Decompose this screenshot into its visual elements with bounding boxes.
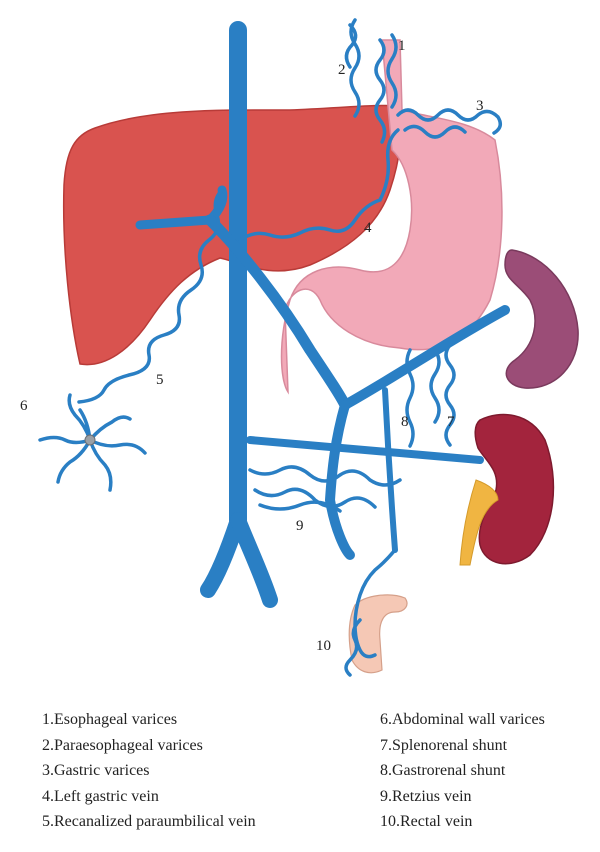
legend-right-column: 6.Abdominal wall varices 7.Splenorenal s… [380, 707, 545, 835]
gastrorenal-shunt [405, 348, 415, 448]
abdominal-wall-center [84, 434, 96, 446]
paraesophageal-varices [344, 18, 361, 118]
marker-5: 5 [156, 372, 164, 388]
legend-left-column: 1.Esophageal varices 2.Paraesophageal va… [42, 707, 256, 835]
splenorenal-shunt [429, 343, 456, 447]
rectal-vein [344, 548, 397, 677]
marker-9: 9 [296, 518, 304, 534]
legend-item-rectal-vein: 10.Rectal vein [380, 813, 473, 830]
marker-6: 6 [20, 398, 28, 414]
left-gastric-vein [238, 128, 400, 242]
stomach [280, 39, 503, 395]
ureter [459, 479, 499, 566]
legend-item-left-gastric-vein: 4.Left gastric vein [42, 787, 159, 805]
legend-item-esophageal-varices: 1.Esophageal varices [42, 711, 178, 728]
legend-item-splenorenal-shunt: 7.Splenorenal shunt [380, 736, 508, 754]
marker-2: 2 [338, 62, 346, 78]
legend-item-abdominal-wall-varices: 6.Abdominal wall varices [380, 711, 545, 728]
marker-1: 1 [398, 38, 406, 54]
legend-item-paraesophageal-varices: 2.Paraesophageal varices [42, 736, 203, 754]
kidney [474, 413, 555, 565]
esophageal-varices [374, 33, 398, 144]
abdominal-wall-varices [38, 393, 147, 492]
marker-3: 3 [476, 98, 484, 114]
varices [38, 18, 502, 677]
legend-item-paraumbilical-vein: 5.Recanalized paraumbilical vein [42, 813, 256, 830]
inferior-vena-cava [200, 21, 278, 608]
portal-vein-system [135, 185, 510, 560]
marker-4: 4 [364, 220, 372, 236]
retzius-vein [248, 465, 402, 513]
spleen [504, 249, 579, 389]
legend-item-gastric-varices: 3.Gastric varices [42, 762, 150, 779]
legend-item-gastrorenal-shunt: 8.Gastrorenal shunt [380, 762, 506, 779]
marker-10: 10 [316, 638, 331, 654]
gastric-varices [396, 108, 502, 139]
marker-8: 8 [401, 414, 409, 430]
recanalized-paraumbilical-vein [77, 188, 224, 404]
portal-hypertension-diagram: 1 2 3 4 5 6 7 8 9 10 [20, 18, 579, 677]
marker-7: 7 [447, 414, 455, 430]
legend-item-retzius-vein: 9.Retzius vein [380, 787, 472, 805]
